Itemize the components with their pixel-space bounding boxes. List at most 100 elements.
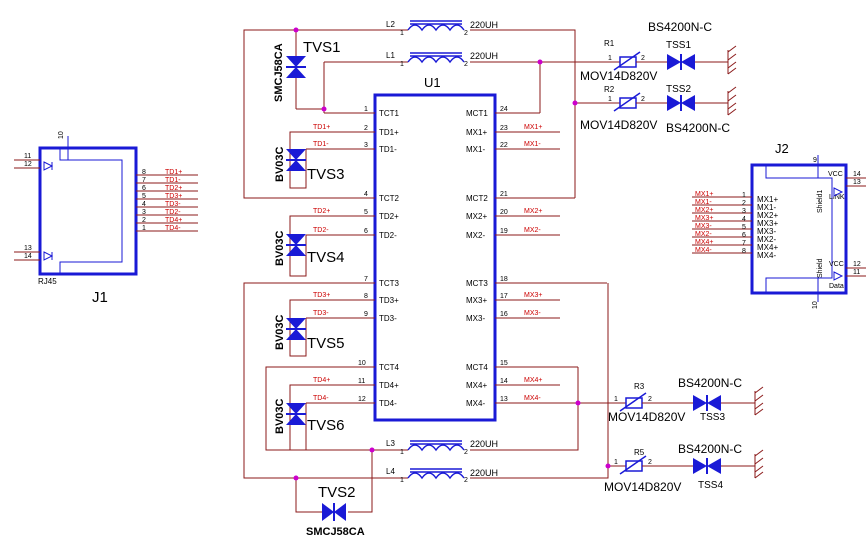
- u1-net-td3p: TD3+: [313, 292, 330, 299]
- tvs5-reference: TVS5: [307, 335, 345, 352]
- j2-pin-14-number: 14: [853, 171, 861, 178]
- j2-net-mx4p: MX4+: [695, 239, 713, 246]
- u1-pin-7-number: 7: [364, 276, 368, 283]
- u1-pin-8-number: 8: [364, 293, 368, 300]
- tvs5-value: BV03C: [274, 314, 286, 350]
- tvs4-triangle-b: [286, 245, 306, 256]
- mov-r3[interactable]: R3 1 2 MOV14D820V: [608, 382, 693, 424]
- tvs3[interactable]: TVS3 BV03C: [274, 146, 345, 183]
- r2-pin-2: 2: [641, 96, 645, 103]
- tvs6-triangle-a: [286, 403, 306, 414]
- tss1-reference: TSS1: [666, 40, 691, 51]
- j1-net-td1p: TD1+: [165, 169, 182, 176]
- j1-led-2-icon: [43, 251, 54, 261]
- tss4-triangle-a: [693, 458, 707, 474]
- j2-pin-1-name: MX1+: [757, 195, 778, 204]
- r3-pin-1: 1: [614, 396, 618, 403]
- u1-pin-23-name: MX1+: [466, 128, 487, 137]
- u1-left-pins: 1 2 3 4 5 6 7 8 9 10 11 12 TCT1 TD1+ TD1…: [306, 106, 400, 408]
- junctions: [293, 27, 611, 481]
- tss3[interactable]: TSS3 BS4200N-C: [678, 376, 755, 423]
- inductor-l1[interactable]: L1 1 2 220UH: [386, 51, 498, 68]
- u1-pin-16-number: 16: [500, 311, 508, 318]
- l2-value: 220UH: [470, 20, 498, 30]
- j1-net-td4p: TD4+: [165, 217, 182, 224]
- u1-pin-24-number: 24: [500, 106, 508, 113]
- j2-bottom-pin-number: 10: [812, 301, 819, 309]
- l3-pin-2: 2: [464, 449, 468, 456]
- j2-shield-label: Shield: [817, 258, 824, 278]
- j2-vcc-label-2: VCC: [829, 261, 844, 268]
- tvs4[interactable]: TVS4 BV03C: [274, 230, 345, 266]
- u1-pin-19-number: 19: [500, 228, 508, 235]
- u1-pin-3-name: TD1-: [379, 145, 397, 154]
- mov-r5[interactable]: R5 1 2 MOV14D820V: [604, 448, 693, 494]
- mov-r1[interactable]: R1 1 2 MOV14D820V: [580, 39, 667, 83]
- mov-r2[interactable]: R2 1 2 MOV14D820V: [580, 85, 667, 132]
- u1-net-mx4m: MX4-: [524, 395, 541, 402]
- u1-pin-2-name: TD1+: [379, 128, 399, 137]
- tss3-reference: TSS3: [700, 412, 725, 423]
- tss2-triangle-b: [681, 95, 695, 111]
- u1-net-mx1m: MX1-: [524, 141, 541, 148]
- tss1[interactable]: TSS1 BS4200N-C: [648, 20, 728, 70]
- tss4[interactable]: TSS4 BS4200N-C: [678, 442, 755, 491]
- tvs5-triangle-a: [286, 318, 306, 329]
- j2-net-mx3p: MX3+: [695, 215, 713, 222]
- j1-pin-2-number: 2: [142, 217, 146, 224]
- connector-j2[interactable]: 9 10 J2 VCC LINK Shield1 VCC Data Shield…: [750, 141, 866, 309]
- tvs2-value: SMCJ58CA: [306, 526, 365, 538]
- u1-pin-5-number: 5: [364, 209, 368, 216]
- r5-pin-1: 1: [614, 459, 618, 466]
- tvs5[interactable]: TVS5 BV03C: [274, 314, 345, 352]
- r5-body: [625, 460, 643, 472]
- r1-pin-2: 2: [641, 55, 645, 62]
- tss3-triangle-a: [693, 395, 707, 411]
- tvs2-triangle-a: [322, 503, 334, 521]
- connector-j1[interactable]: 10 11 12 13 14 RJ45 J1: [14, 131, 138, 306]
- tvs6-reference: TVS6: [307, 417, 345, 434]
- tvs3-reference: TVS3: [307, 166, 345, 183]
- u1-pin-9-number: 9: [364, 311, 368, 318]
- l2-pin-2: 2: [464, 30, 468, 37]
- u1-pin-15-name: MCT4: [466, 363, 488, 372]
- j1-value: RJ45: [38, 277, 57, 286]
- tss1-triangle-a: [667, 54, 681, 70]
- tss2[interactable]: TSS2 BS4200N-C: [666, 84, 730, 135]
- l3-reference: L3: [386, 439, 395, 448]
- l4-pin-1: 1: [400, 477, 404, 484]
- j2-net-mx2p: MX2+: [695, 207, 713, 214]
- tvs1[interactable]: TVS1 SMCJ58CA: [273, 39, 341, 102]
- j1-pin-6-number: 6: [142, 185, 146, 192]
- u1-pin-14-number: 14: [500, 378, 508, 385]
- l4-coil: [407, 472, 465, 480]
- tss4-value: BS4200N-C: [678, 442, 742, 456]
- j2-led-2-icon: [833, 271, 844, 281]
- j2-pin-12-number: 12: [853, 261, 861, 268]
- j2-shield1-label: Shield1: [817, 190, 824, 213]
- transformer-u1[interactable]: U1: [373, 75, 497, 422]
- j2-pin-5-number: 5: [742, 224, 746, 231]
- l1-value: 220UH: [470, 51, 498, 61]
- l3-pin-1: 1: [400, 449, 404, 456]
- inductor-l2[interactable]: L2 1 2 220UH: [386, 20, 498, 37]
- u1-body: [373, 93, 497, 422]
- inductor-l3[interactable]: L3 1 2 220UH: [386, 439, 498, 456]
- u1-pin-22-number: 22: [500, 142, 508, 149]
- tvs2[interactable]: TVS2 SMCJ58CA: [306, 484, 365, 538]
- u1-net-td3m: TD3-: [313, 310, 329, 317]
- j1-pin-8-number: 8: [142, 169, 146, 176]
- l4-value: 220UH: [470, 468, 498, 478]
- u1-net-mx2m: MX2-: [524, 227, 541, 234]
- tvs6[interactable]: TVS6 BV03C: [274, 398, 345, 434]
- l2-pin-1: 1: [400, 30, 404, 37]
- tvs6-value: BV03C: [274, 398, 286, 434]
- u1-pin-22-name: MX1-: [466, 145, 485, 154]
- u1-pin-13-name: MX4-: [466, 399, 485, 408]
- tvs5-triangle-b: [286, 329, 306, 340]
- inductor-l4[interactable]: L4 1 2 220UH: [386, 467, 498, 484]
- j2-pin-6-number: 6: [742, 232, 746, 239]
- tss1-value: BS4200N-C: [648, 20, 712, 34]
- u1-pin-17-name: MX3+: [466, 296, 487, 305]
- j2-pin-7-name: MX4+: [757, 243, 778, 252]
